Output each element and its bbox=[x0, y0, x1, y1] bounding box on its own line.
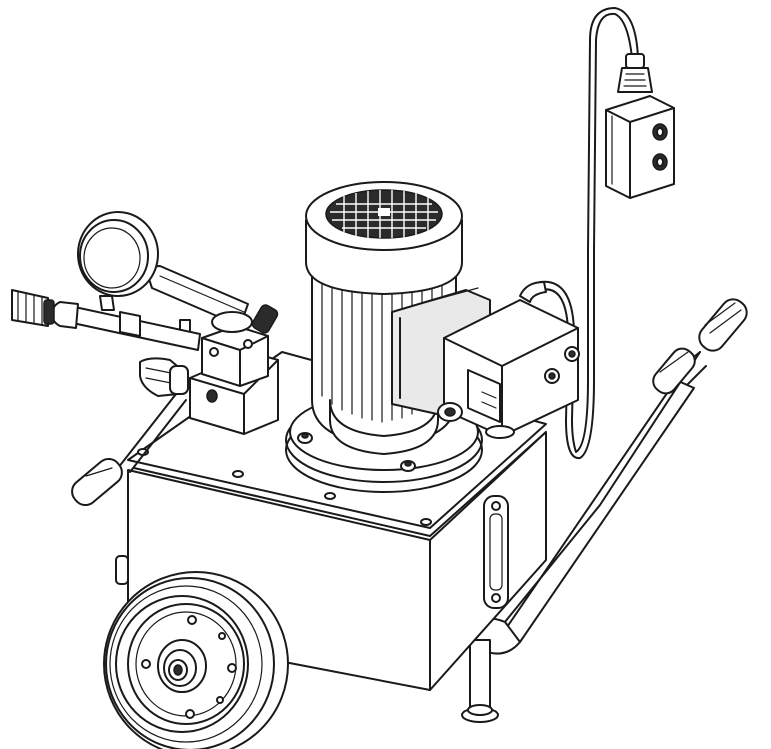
pressure-gauge bbox=[77, 211, 159, 311]
pendant-control-box bbox=[605, 53, 675, 199]
push-handle-grip bbox=[652, 298, 748, 395]
wheel bbox=[103, 571, 289, 749]
hydraulic-pump bbox=[391, 281, 580, 439]
support-foot bbox=[461, 639, 499, 723]
oil-level-sight-glass bbox=[483, 495, 509, 609]
motor-fan-grille bbox=[325, 189, 443, 239]
hand-valve-lever bbox=[147, 265, 279, 337]
valve-block bbox=[189, 325, 279, 435]
side-handle bbox=[71, 393, 187, 507]
hose-coupler bbox=[11, 289, 201, 397]
